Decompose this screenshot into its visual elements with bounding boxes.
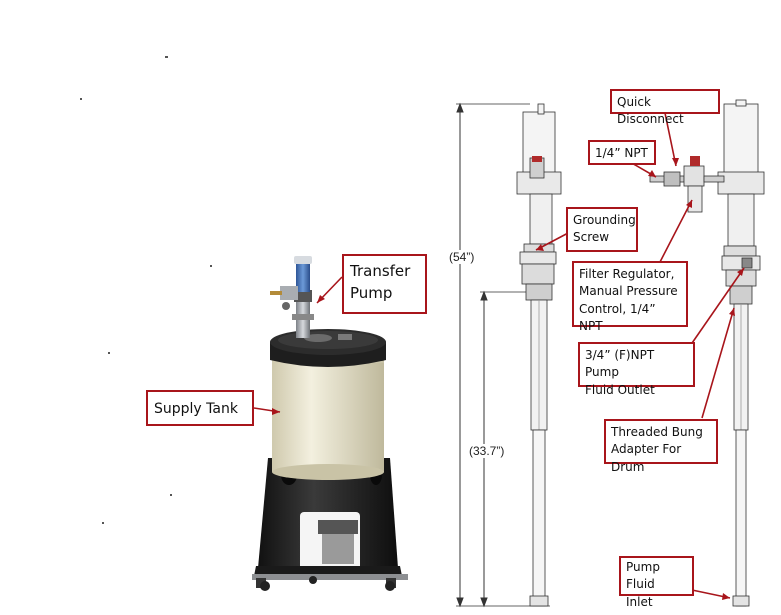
- callout-supply-tank: Supply Tank: [146, 390, 254, 426]
- transfer-pump-unit: [270, 256, 314, 338]
- tank-stand: [252, 458, 408, 591]
- dimension-lower-height: (33.7”): [468, 444, 506, 458]
- filter-regulator-assembly: [649, 156, 725, 213]
- dimension-overall-height: (54”): [448, 250, 476, 264]
- callout-filter-regulator: Filter Regulator, Manual Pressure Contro…: [572, 261, 688, 333]
- callout-threaded-bung: Threaded Bung Adapter For Drum: [604, 419, 718, 474]
- callout-pump-fluid-inlet: Pump Fluid Inlet: [619, 556, 694, 609]
- pump-front-view: [516, 103, 562, 607]
- callout-quarter-npt: 1/4” NPT: [588, 140, 656, 165]
- supply-tank-assembly: [252, 256, 408, 591]
- callout-pump-fluid-outlet: 3/4” (F)NPT Pump Fluid Outlet: [578, 342, 695, 397]
- callout-quick-disconnect: Quick Disconnect: [610, 89, 720, 126]
- tank-lid: [270, 329, 386, 367]
- leader-lines: [253, 112, 745, 600]
- tank-body: [272, 352, 384, 480]
- callout-transfer-pump: Transfer Pump: [342, 254, 427, 314]
- pump-side-view: [717, 99, 765, 607]
- callout-grounding-screw: Grounding Screw: [566, 207, 638, 252]
- scan-specks: [80, 56, 212, 524]
